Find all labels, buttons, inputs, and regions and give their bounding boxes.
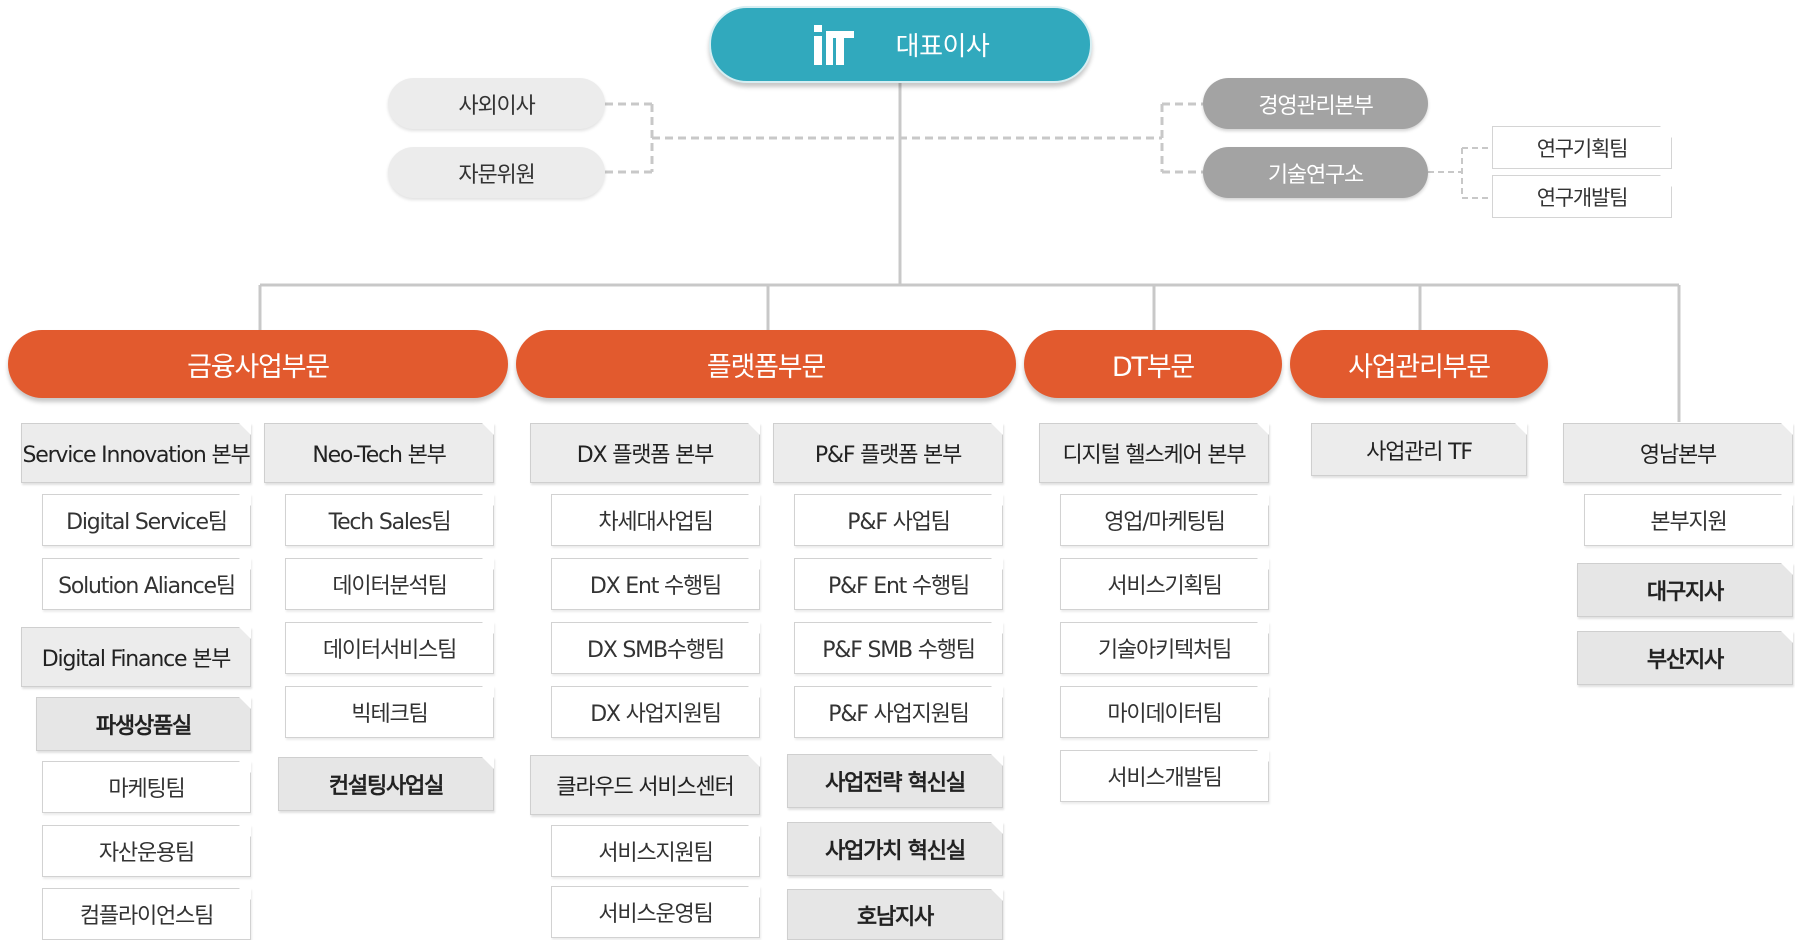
team-data-analysis: 데이터분석팀 xyxy=(285,558,494,610)
office-daegu-branch: 대구지사 xyxy=(1577,563,1793,617)
team-service-support: 서비스지원팀 xyxy=(551,825,760,877)
team-asset-management: 자산운용팀 xyxy=(42,825,251,877)
team-service-operation: 서비스운영팀 xyxy=(551,886,760,938)
office-strategy-innovation: 사업전략 혁신실 xyxy=(787,754,1003,808)
team-pf-smb: P&F SMB 수행팀 xyxy=(794,622,1003,674)
tf-biz-mgmt: 사업관리 TF xyxy=(1311,423,1527,476)
division-dt: DT부문 xyxy=(1024,330,1282,398)
team-dx-support: DX 사업지원팀 xyxy=(551,686,760,738)
team-dx-smb: DX SMB수행팀 xyxy=(551,622,760,674)
division-biz-mgmt: 사업관리부문 xyxy=(1290,330,1548,398)
team-hq-support: 본부지원 xyxy=(1584,494,1793,546)
hq-neo-tech: Neo-Tech 본부 xyxy=(264,423,494,483)
office-busan-branch: 부산지사 xyxy=(1577,631,1793,685)
division-platform: 플랫폼부문 xyxy=(516,330,1016,398)
team-pf-ent: P&F Ent 수행팀 xyxy=(794,558,1003,610)
ceo-node: 대표이사 xyxy=(709,6,1092,83)
team-tech-architecture: 기술아키텍처팀 xyxy=(1060,622,1269,674)
research-team-development: 연구개발팀 xyxy=(1492,175,1672,218)
office-consulting: 컨설팅사업실 xyxy=(278,757,494,811)
team-tech-sales: Tech Sales팀 xyxy=(285,494,494,546)
team-pf-support: P&F 사업지원팀 xyxy=(794,686,1003,738)
team-service-development: 서비스개발팀 xyxy=(1060,750,1269,802)
team-solution-aliance: Solution Aliance팀 xyxy=(42,558,251,610)
advisor-committee: 자문위원 xyxy=(388,147,605,198)
team-service-planning: 서비스기획팀 xyxy=(1060,558,1269,610)
advisor-outside-director: 사외이사 xyxy=(388,78,605,129)
team-marketing: 마케팅팀 xyxy=(42,761,251,813)
team-sales-marketing: 영업/마케팅팀 xyxy=(1060,494,1269,546)
team-bigtech: 빅테크팀 xyxy=(285,686,494,738)
hq-digital-healthcare: 디지털 헬스케어 본부 xyxy=(1039,423,1269,483)
hq-pf-platform: P&F 플랫폼 본부 xyxy=(773,423,1003,483)
office-value-innovation: 사업가치 혁신실 xyxy=(787,822,1003,876)
team-mydata: 마이데이터팀 xyxy=(1060,686,1269,738)
office-honam-branch: 호남지사 xyxy=(787,889,1003,940)
team-compliance: 컴플라이언스팀 xyxy=(42,888,251,940)
hq-dx-platform: DX 플랫폼 본부 xyxy=(530,423,760,483)
staff-management: 경영관리본부 xyxy=(1203,78,1428,129)
division-finance: 금융사업부문 xyxy=(8,330,508,398)
center-cloud-service: 클라우드 서비스센터 xyxy=(530,755,760,815)
team-next-gen: 차세대사업팀 xyxy=(551,494,760,546)
ceo-label: 대표이사 xyxy=(895,32,990,62)
team-pf-business: P&F 사업팀 xyxy=(794,494,1003,546)
team-data-service: 데이터서비스팀 xyxy=(285,622,494,674)
team-digital-service: Digital Service팀 xyxy=(42,494,251,546)
staff-research: 기술연구소 xyxy=(1203,147,1428,198)
hq-service-innovation: Service Innovation 본부 xyxy=(21,423,251,483)
hq-yeongnam: 영남본부 xyxy=(1563,423,1793,483)
company-logo-icon xyxy=(812,24,854,65)
research-team-planning: 연구기획팀 xyxy=(1492,126,1672,169)
office-derivatives: 파생상품실 xyxy=(36,697,251,751)
team-dx-ent: DX Ent 수행팀 xyxy=(551,558,760,610)
hq-digital-finance: Digital Finance 본부 xyxy=(21,627,251,687)
